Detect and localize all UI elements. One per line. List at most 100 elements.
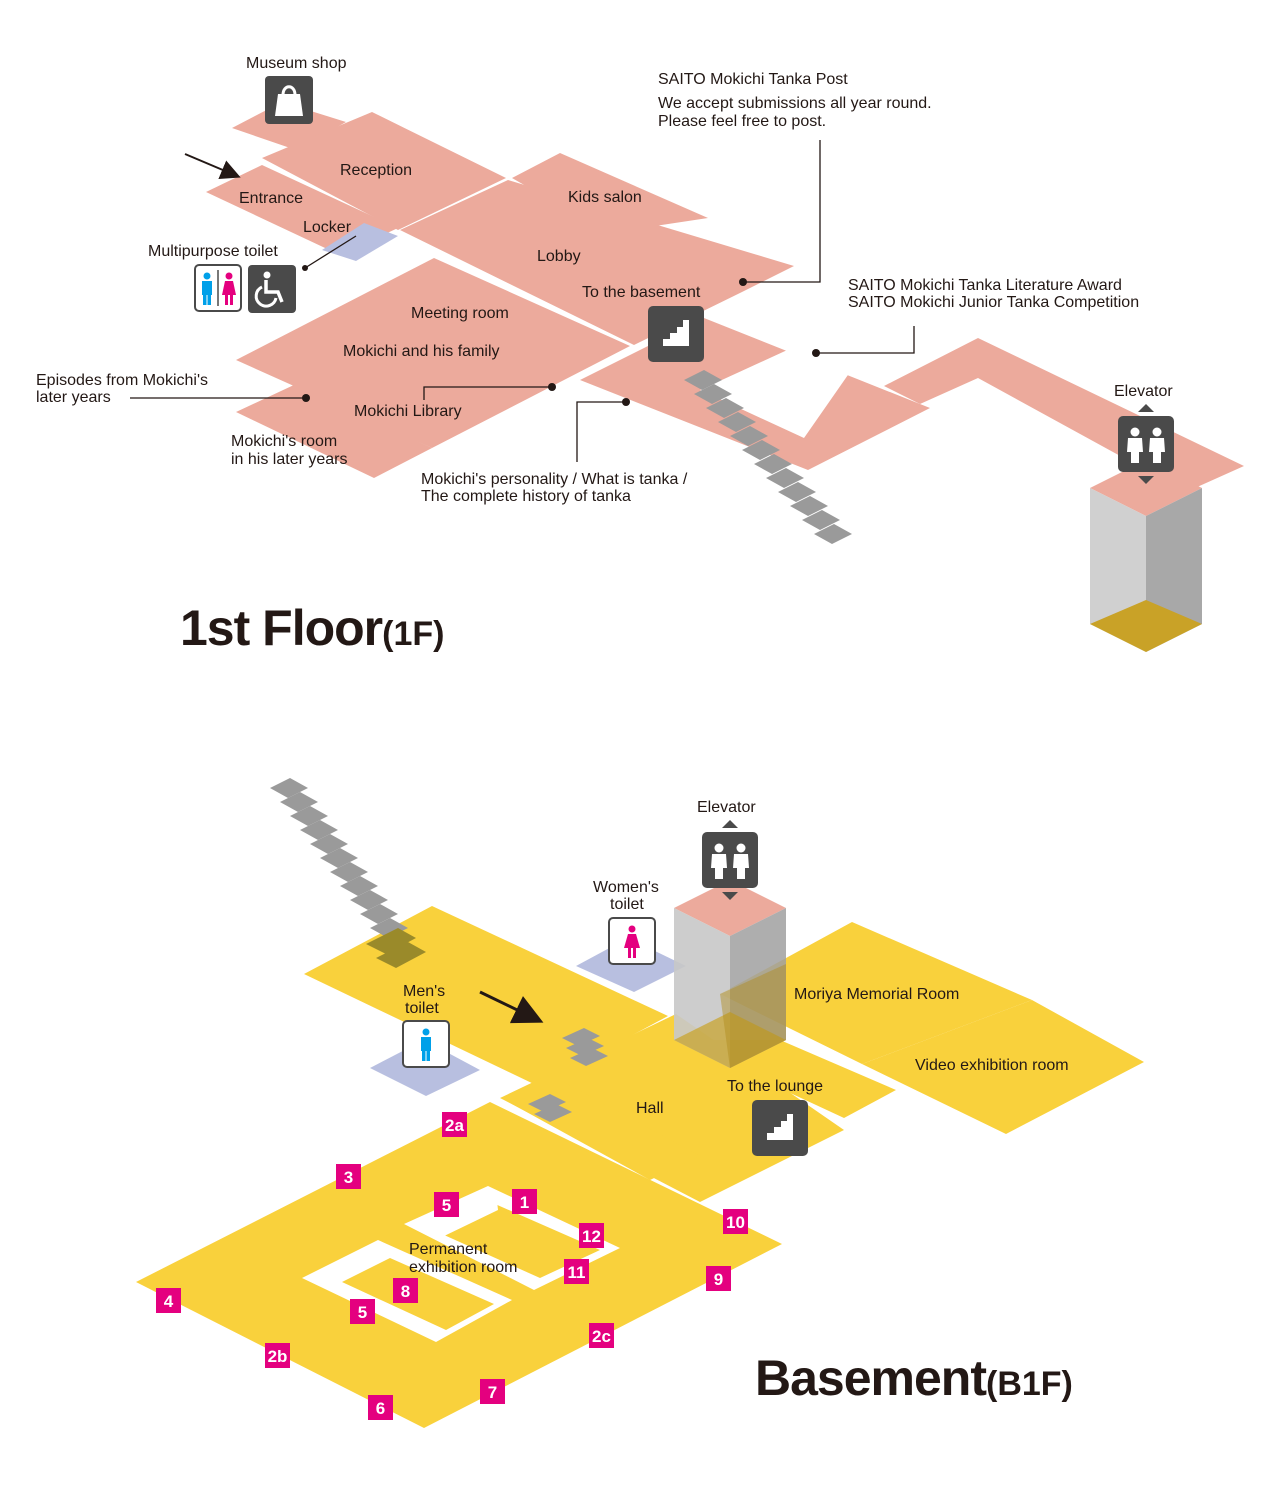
basement-title-main: Basement [755,1350,987,1406]
meeting-room-label: Meeting room [411,305,509,322]
award-label-2: SAITO Mokichi Junior Tanka Competition [848,294,1139,311]
locker-label: Locker [303,219,352,236]
episodes-label-1: Episodes from Mokichi's [36,372,208,389]
reception-label: Reception [340,162,412,179]
elevator-icon[interactable] [1118,404,1174,484]
womens-toilet-label-1: Women's [593,879,659,896]
badge-2c[interactable]: 2c [589,1323,614,1348]
entrance-label: Entrance [239,190,303,207]
svg-text:8: 8 [401,1282,410,1301]
svg-text:12: 12 [582,1227,601,1246]
stairs-1f [684,370,852,544]
badge-11[interactable]: 11 [564,1259,589,1284]
floor1-title-main: 1st Floor [180,600,383,656]
later-room-label-2: in his later years [231,451,348,468]
episodes-label-2: later years [36,389,111,406]
basement-plan: 1 2a 2b 2c 3 4 5 5 6 7 8 9 10 11 12 Elev… [136,778,1144,1428]
leader-lines-1f [130,140,915,462]
tanka-post-line-2: Please feel free to post. [658,113,826,130]
museum-shop-label: Museum shop [246,55,347,72]
tanka-post-line-1: We accept submissions all year round. [658,95,932,112]
svg-text:2c: 2c [592,1327,611,1346]
permanent-label-1: Permanent [409,1241,488,1258]
wheelchair-icon [248,265,296,313]
award-label-1: SAITO Mokichi Tanka Literature Award [848,277,1122,294]
leader-dots-1f [302,265,820,406]
floor1-plan: Museum shop Reception Entrance Locker Mu… [36,55,1244,656]
svg-text:5: 5 [442,1196,451,1215]
lobby-area[interactable] [400,180,794,345]
svg-text:3: 3 [344,1168,353,1187]
stairs-icon[interactable] [752,1100,808,1156]
hall-label: Hall [636,1100,664,1117]
svg-text:6: 6 [376,1399,385,1418]
shopping-bag-icon [265,76,313,124]
mokichi-family-label: Mokichi and his family [343,343,500,360]
svg-text:1: 1 [520,1193,529,1212]
later-years-room-area[interactable] [236,384,432,478]
svg-text:4: 4 [164,1292,174,1311]
womens-toilet-label-2: toilet [610,896,644,913]
toilet-icon [194,264,242,312]
entrance-arrow [184,153,241,179]
tanka-post-title: SAITO Mokichi Tanka Post [658,71,848,88]
video-room-area[interactable] [862,1000,1144,1134]
mokichi-library-label: Mokichi Library [354,403,462,420]
permanent-exhibition-area[interactable] [136,1102,782,1428]
male-toilet-icon [402,1020,450,1068]
to-lounge-label: To the lounge [727,1078,823,1095]
badge-4[interactable]: 4 [156,1288,181,1313]
badge-5-bottom[interactable]: 5 [350,1299,375,1324]
museum-shop-area[interactable] [232,102,346,150]
meeting-room-area[interactable] [236,258,630,448]
badge-12[interactable]: 12 [579,1223,604,1248]
badge-2b[interactable]: 2b [265,1343,290,1368]
badge-5-top[interactable]: 5 [434,1192,459,1217]
exhibit-badges: 1 2a 2b 2c 3 4 5 5 6 7 8 9 10 11 12 [156,1112,748,1420]
elevator-shaft-1f [1090,460,1202,652]
floor1-title: 1st Floor(1F) [180,600,444,656]
to-basement-label: To the basement [582,284,701,301]
svg-text:10: 10 [726,1213,745,1232]
direction-arrow-b1 [479,990,544,1024]
badge-2a[interactable]: 2a [442,1112,467,1137]
elevator-icon[interactable] [702,820,758,900]
svg-text:2b: 2b [268,1347,288,1366]
female-toilet-icon [608,917,656,965]
multipurpose-toilet-label: Multipurpose toilet [148,243,278,260]
corridor-east[interactable] [884,338,1244,492]
later-room-label-1: Mokichi's room [231,433,337,450]
badge-1[interactable]: 1 [512,1189,537,1214]
personality-label-2: The complete history of tanka [421,488,631,505]
floor1-title-sub: (1F) [382,615,444,653]
personality-label-1: Mokichi's personality / What is tanka / [421,471,688,488]
badge-6[interactable]: 6 [368,1395,393,1420]
svg-text:5: 5 [358,1303,367,1322]
permanent-label-2: exhibition room [409,1259,518,1276]
badge-7[interactable]: 7 [480,1379,505,1404]
elevator-shaft-b1 [674,880,786,1068]
elevator-label-b1: Elevator [697,799,756,816]
svg-text:7: 7 [488,1383,497,1402]
mens-toilet-label-1: Men's [403,983,445,1000]
lobby-label: Lobby [537,248,581,265]
badge-8[interactable]: 8 [393,1278,418,1303]
kids-salon-label: Kids salon [568,189,642,206]
mens-toilet-label-2: toilet [405,1000,439,1017]
basement-title-sub: (B1F) [986,1365,1073,1403]
badge-10[interactable]: 10 [723,1209,748,1234]
elevator-label-1f: Elevator [1114,383,1173,400]
reception-area[interactable] [262,112,506,230]
moriya-room-area[interactable] [720,922,1032,1064]
basement-title: Basement(B1F) [755,1350,1073,1406]
badge-9[interactable]: 9 [706,1266,731,1291]
stairs-icon[interactable] [648,306,704,362]
stairs-b1 [270,778,608,1122]
kids-salon-area[interactable] [512,153,708,233]
svg-text:9: 9 [714,1270,723,1289]
badge-3[interactable]: 3 [336,1164,361,1189]
locker-area[interactable] [322,223,398,261]
svg-text:11: 11 [568,1263,586,1282]
